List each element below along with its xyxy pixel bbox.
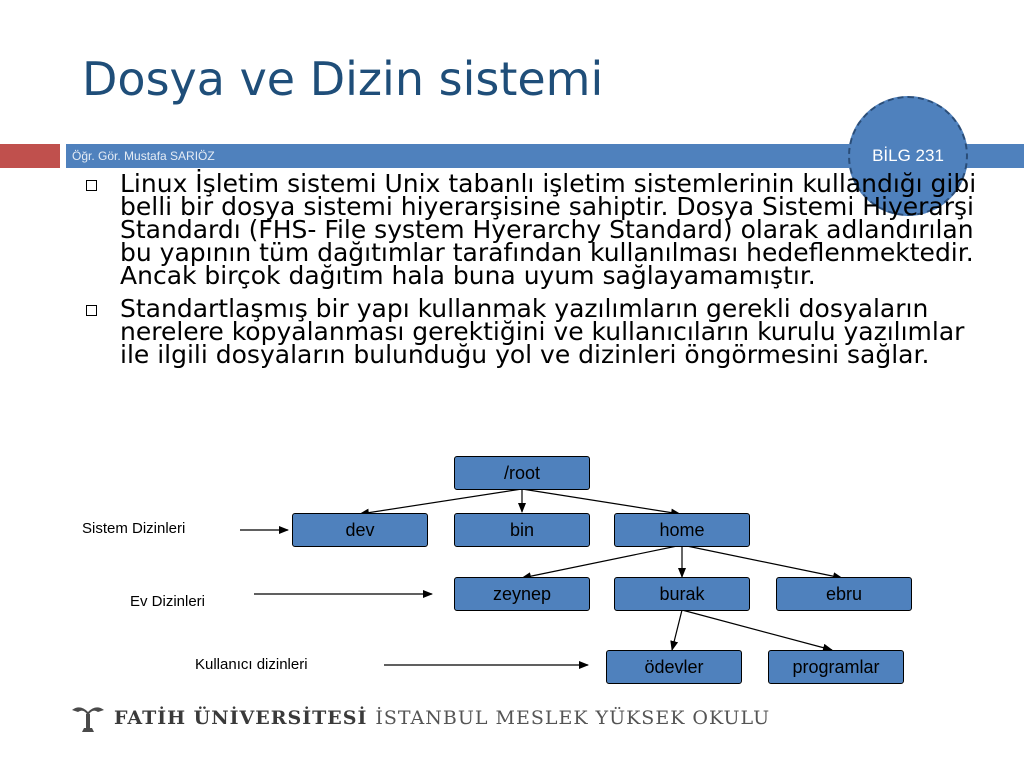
node-dev: dev [292, 513, 428, 547]
edge-root-home [521, 488, 681, 517]
square-bullet-icon [86, 305, 97, 316]
square-bullet-icon [86, 180, 97, 191]
edge-root-dev [359, 488, 523, 517]
node-root: /root [454, 456, 590, 490]
bullet-item: Linux İşletim sistemi Unix tabanlı işlet… [84, 169, 984, 290]
node-home: home [614, 513, 750, 547]
bullet-list: Linux İşletim sistemi Unix tabanlı işlet… [84, 169, 984, 376]
slide-title: Dosya ve Dizin sistemi [82, 52, 604, 106]
bullet-item: Standartlaşmış bir yapı kullanmak yazılı… [84, 294, 984, 369]
edge-burak-programlar [681, 609, 833, 652]
node-burak: burak [614, 577, 750, 611]
course-code: BİLG 231 [872, 146, 944, 165]
label-home-dirs: Ev Dizinleri [130, 593, 206, 610]
node-ebru: ebru [776, 577, 912, 611]
footer: FATİH ÜNİVERSİTESİ İSTANBUL MESLEK YÜKSEK… [68, 700, 770, 736]
accent-band-red [0, 144, 60, 168]
edge-burak-odevler [670, 609, 683, 651]
node-zeynep: zeynep [454, 577, 590, 611]
label-user-dirs: Kullanıcı dizinleri [195, 656, 308, 673]
node-odevler: ödevler [606, 650, 742, 684]
university-logo-icon [72, 707, 104, 732]
footer-university: FATİH ÜNİVERSİTESİ [114, 707, 368, 729]
author-name: Öğr. Gör. Mustafa SARIÖZ [72, 149, 215, 163]
node-bin: bin [454, 513, 590, 547]
edge-home-zeynep [521, 544, 683, 581]
bullet-text: Standartlaşmış bir yapı kullanmak yazılı… [120, 294, 965, 369]
footer-school: İSTANBUL MESLEK YÜKSEK OKULU [375, 707, 771, 729]
course-badge: BİLG 231 [848, 96, 968, 216]
edge-home-ebru [681, 544, 843, 581]
bullet-text: Linux İşletim sistemi Unix tabanlı işlet… [120, 169, 977, 290]
node-programlar: programlar [768, 650, 904, 684]
label-system-dirs: Sistem Dizinleri [82, 520, 186, 537]
